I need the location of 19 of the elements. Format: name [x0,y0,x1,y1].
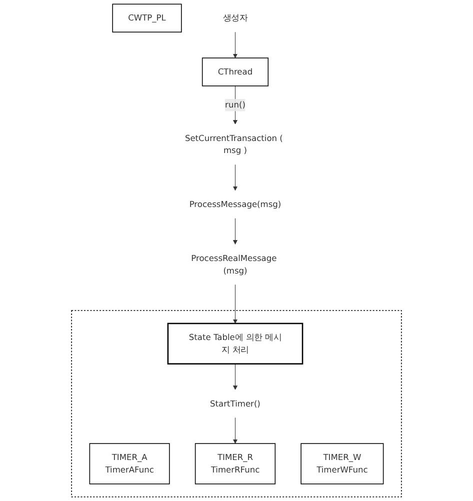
node-text: ProcessRealMessage (msg) [191,253,277,276]
arrow [232,32,238,58]
node-box: TIMER_R TimerRFunc [194,443,276,484]
node-text: StartTimer() [210,398,260,408]
node-text: ProcessMessage(msg) [189,199,282,210]
node-box: CThread [202,58,269,86]
arrow [232,284,238,324]
cluster [71,310,402,498]
node-box: State Table에 의한 메시지 처리 [167,322,304,364]
node-text: SetCurrentTransaction ( msg ) [184,133,283,156]
node-box: CWTP_PL [112,4,182,32]
edge-label: run() [225,100,246,110]
node-box: TIMER_W TimerWFunc [300,443,384,484]
arrow [232,164,238,191]
arrow [232,218,238,244]
arrow [232,364,238,390]
arrow [232,417,238,444]
node-text: 생성자 [222,12,248,23]
node-box: TIMER_A TimerAFunc [89,443,170,484]
